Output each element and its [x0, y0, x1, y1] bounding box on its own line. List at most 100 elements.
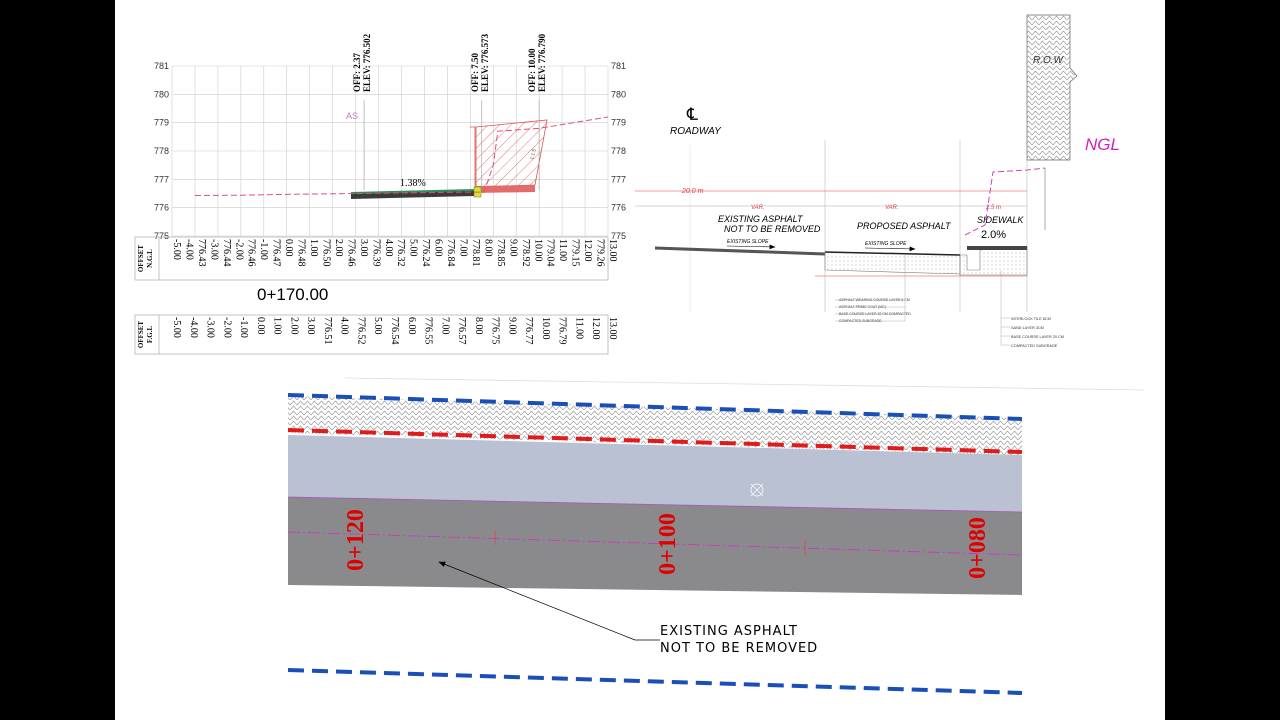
- elevation-tick-left: 775: [154, 231, 169, 241]
- as-label: AS: [346, 111, 358, 121]
- proposed-asphalt-label: PROPOSED ASPHALT: [857, 221, 952, 231]
- layer-note: COMPACTED SUBGRADE: [1011, 344, 1058, 348]
- ngl-profile-line: [194, 116, 609, 196]
- table-cell: 776.47: [271, 239, 282, 267]
- station-label: 0+100: [655, 513, 681, 575]
- table-cell: 776.46: [345, 239, 356, 267]
- table-cell: 776.44: [221, 239, 232, 267]
- offset-marker-off: OFF: 2.37: [352, 53, 362, 92]
- elevation-tick-left: 776: [154, 203, 169, 213]
- slope-arrow-1: [726, 244, 776, 250]
- table-cell: 779.26: [595, 239, 606, 267]
- pavement-layer-notes: ASPHALT WEARING COURSE LAYER 5 CMASPHALT…: [835, 255, 911, 323]
- table-cell: 7.00: [458, 239, 469, 257]
- layer-note: BASE COURSE LAYER 20 CM: [1011, 335, 1064, 339]
- sidewalk-hatch-strip: [288, 396, 1022, 455]
- table-header-1: OFFSET: [137, 245, 145, 273]
- row-label: R.O.W: [1033, 55, 1065, 66]
- table-cell: 776.52: [355, 317, 366, 345]
- table-cell: 9.00: [506, 317, 517, 335]
- table-cell: -4.00: [183, 239, 194, 260]
- table-cell: 776.24: [420, 239, 431, 267]
- slope-arrow-2: [864, 246, 916, 252]
- table-cell: 0.00: [283, 239, 294, 257]
- table-cell: 6.00: [433, 239, 444, 257]
- table-cell: 5.00: [408, 239, 419, 257]
- table-cell: 8.00: [473, 317, 484, 335]
- elevation-tick-right: 778: [611, 146, 626, 156]
- existing-asphalt-line: [654, 246, 826, 256]
- table-cell: 10.00: [540, 317, 551, 340]
- manhole-cross-2: [750, 483, 764, 497]
- table-header-2: F.G.L: [146, 326, 154, 344]
- table-cell: 776.77: [523, 317, 534, 345]
- callout-text-2: NOT TO BE REMOVED: [660, 641, 818, 656]
- table-cell: 776.57: [456, 317, 467, 345]
- elevation-tick-left: 777: [154, 174, 169, 184]
- curb-section: [475, 185, 535, 193]
- sidewalk-label: SIDEWALK: [977, 215, 1024, 225]
- table-cell: 776.48: [296, 239, 307, 267]
- table-cell: 7.00: [439, 317, 450, 335]
- existing-asphalt-area: [288, 497, 1022, 595]
- plan-view: 0+120 0+100 0+080 EXISTING ASPHALT NOT TO …: [287, 393, 1023, 695]
- callout-text-1: EXISTING ASPHALT: [660, 624, 798, 639]
- row-boundary-bottom: [287, 668, 1023, 695]
- table-cell: 2.00: [333, 239, 344, 257]
- centerline-symbol: ℄: [686, 105, 698, 124]
- interlock-tiles: [967, 246, 1027, 250]
- table-cell: 11.00: [557, 239, 568, 261]
- typical-section: R.O.W NGL ℄ ROADWAY 20.0 m VAR. VAR. 2.5…: [635, 14, 1120, 348]
- station-label: 0+120: [343, 509, 369, 571]
- table-cell: -5.00: [171, 317, 182, 338]
- table-cell: 779.15: [570, 239, 581, 267]
- table-cell: 1.00: [308, 239, 319, 257]
- elevation-tick-right: 777: [611, 174, 626, 184]
- table-cell: 776.32: [395, 239, 406, 267]
- elevation-tick-left: 781: [154, 61, 169, 71]
- layer-note: INTERLOCK TILE 8CM: [1011, 317, 1051, 321]
- slope-ratio-label: 1:1.5: [529, 148, 538, 161]
- table-cell: 776.75: [490, 317, 501, 345]
- ngl-label: NGL: [1085, 135, 1120, 154]
- station-label: 0+080: [965, 517, 991, 579]
- elevation-tick-right: 775: [611, 231, 626, 241]
- table-cell: 5.00: [372, 317, 383, 335]
- dim-var-1: VAR.: [751, 205, 765, 211]
- dim-20m: 20.0 m: [681, 188, 704, 195]
- table-cell: 778.85: [495, 239, 506, 267]
- table-cell: 776.39: [370, 239, 381, 267]
- layer-note: SAND LAYER 3CM: [1011, 326, 1044, 330]
- table-cell: 776.54: [389, 317, 400, 345]
- elevation-tick-left: 779: [154, 118, 169, 128]
- table-cell: 1.00: [272, 317, 283, 335]
- manhole-symbol: [750, 483, 764, 497]
- sidewalk-layer-notes: INTERLOCK TILE 8CM SAND LAYER 3CM BASE COU…: [1000, 270, 1064, 348]
- cut-boundary: [470, 126, 476, 187]
- table-cell: -4.00: [188, 317, 199, 338]
- pavement-top-layer: [351, 189, 475, 194]
- table-cell: 3.00: [358, 239, 369, 257]
- table-cell: 12.00: [582, 239, 593, 262]
- table-cell: 778.92: [520, 239, 531, 267]
- table-cell: -5.00: [171, 239, 182, 260]
- table-cell: 9.00: [507, 239, 518, 257]
- offset-marker-off: OFF: 7.50: [470, 53, 480, 92]
- table-cell: 776.43: [196, 239, 207, 267]
- table-cell: 6.00: [406, 317, 417, 335]
- table-cell: 4.00: [339, 317, 350, 335]
- existing-slope-label-1: EXISTING SLOPE: [727, 239, 769, 245]
- elevation-tick-right: 780: [611, 89, 626, 99]
- elevation-tick-left: 780: [154, 89, 169, 99]
- offset-marker-off: OFF: 10.00: [527, 48, 537, 92]
- edge-of-asphalt: [287, 496, 1023, 513]
- table-cell: 11.00: [573, 317, 584, 339]
- chainage-label: 0+170.00: [257, 285, 328, 304]
- table-cell: 3.00: [305, 317, 316, 335]
- table-cell: -2.00: [221, 317, 232, 338]
